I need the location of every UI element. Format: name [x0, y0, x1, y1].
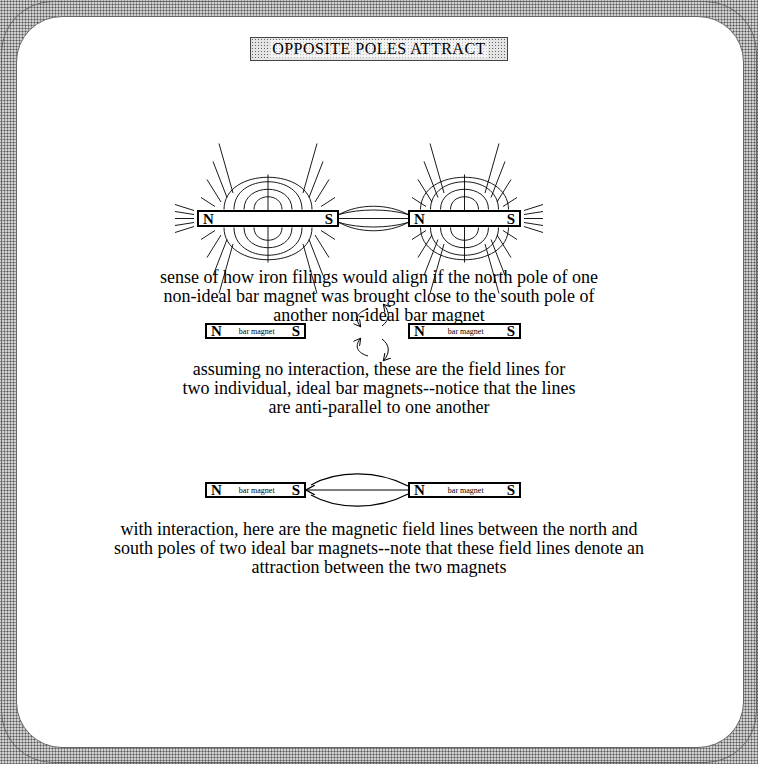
- pole-letter: N: [414, 324, 425, 338]
- bar-magnet: Nbar magnet S: [205, 323, 306, 339]
- bar-magnet: NS: [408, 210, 521, 227]
- title-box: OPPOSITE POLES ATTRACT: [250, 37, 508, 61]
- pole-letter: S: [292, 324, 300, 338]
- bar-magnet: Nbar magnet S: [408, 323, 521, 339]
- bar-magnet: NS: [197, 210, 339, 227]
- field-line-arc: [311, 494, 408, 506]
- field-line-arc: [311, 474, 408, 486]
- caption: assuming no interaction, these are the f…: [179, 360, 579, 417]
- field-line-connector: [307, 489, 408, 490]
- pole-letter: S: [325, 212, 333, 226]
- pole-letter: S: [507, 324, 515, 338]
- magnet-label: bar magnet: [448, 486, 484, 495]
- pole-letter: N: [211, 483, 222, 497]
- pole-letter: S: [292, 483, 300, 497]
- bar-magnet: Nbar magnet S: [205, 482, 306, 498]
- pole-letter: N: [414, 212, 425, 226]
- pole-letter: N: [203, 212, 214, 226]
- caption: with interaction, here are the magnetic …: [114, 520, 644, 577]
- pole-letter: N: [414, 483, 425, 497]
- pole-letter: S: [507, 483, 515, 497]
- title-text: OPPOSITE POLES ATTRACT: [270, 40, 488, 58]
- magnet-label: bar magnet: [239, 327, 275, 336]
- pole-letter: S: [507, 212, 515, 226]
- caption: sense of how iron filings would align if…: [159, 268, 599, 325]
- bar-magnet: Nbar magnet S: [408, 482, 521, 498]
- pole-letter: N: [211, 324, 222, 338]
- magnet-label: bar magnet: [448, 327, 484, 336]
- magnet-label: bar magnet: [239, 486, 275, 495]
